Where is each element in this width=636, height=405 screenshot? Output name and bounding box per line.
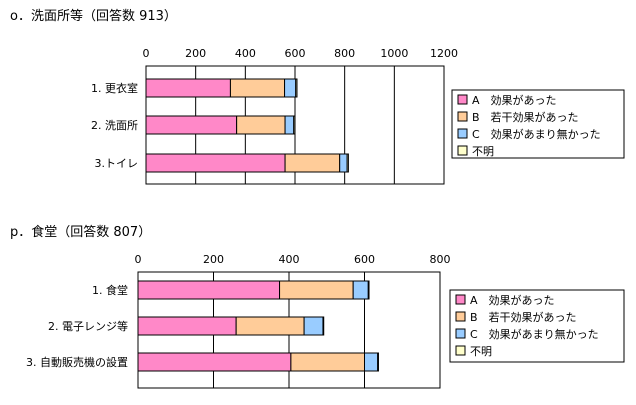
bar-segment bbox=[284, 115, 295, 135]
x-tick-label: 1000 bbox=[380, 47, 408, 60]
x-tick-label: 400 bbox=[279, 253, 300, 266]
bar-segment bbox=[145, 115, 238, 135]
bar-segment bbox=[145, 153, 286, 173]
bar-segment bbox=[364, 352, 379, 372]
x-tick-label: 200 bbox=[185, 47, 206, 60]
bar-segment bbox=[322, 316, 325, 336]
legend-swatch bbox=[455, 328, 466, 339]
bar-segment bbox=[367, 280, 370, 300]
legend-swatch bbox=[457, 145, 468, 156]
x-tick-label: 600 bbox=[354, 253, 375, 266]
chart-washroom: o．洗面所等（回答数 913） 0 200 400 600 800 1000 1200 1.… bbox=[10, 8, 625, 185]
legend-label: B 若干効果があった bbox=[470, 310, 577, 324]
category-label: 3. 自動販売機の設置 bbox=[26, 355, 128, 369]
legend-swatch bbox=[457, 128, 468, 139]
bar-segment bbox=[284, 78, 297, 98]
x-tick-label: 800 bbox=[430, 253, 451, 266]
bar-segment bbox=[145, 78, 231, 98]
legend-swatch bbox=[457, 111, 468, 122]
bar-segment bbox=[290, 352, 366, 372]
bar-segment bbox=[279, 280, 354, 300]
x-tick-label: 1200 bbox=[430, 47, 458, 60]
x-tick-label: 0 bbox=[143, 47, 150, 60]
x-tick-label: 0 bbox=[135, 253, 142, 266]
legend-label: 不明 bbox=[470, 345, 492, 358]
category-label: 1. 更衣室 bbox=[91, 81, 138, 95]
legend-swatch bbox=[455, 294, 466, 305]
legend-box bbox=[451, 89, 625, 159]
bar-segment bbox=[346, 153, 349, 173]
bar-segment bbox=[352, 280, 369, 300]
legend-label: C 効果があまり無かった bbox=[470, 327, 599, 341]
bar-segment bbox=[284, 153, 341, 173]
chart-title: o．洗面所等（回答数 913） bbox=[10, 8, 177, 24]
legend-box bbox=[449, 289, 625, 363]
legend-swatch bbox=[455, 345, 466, 356]
bar-segment bbox=[236, 115, 286, 135]
x-tick-label: 600 bbox=[285, 47, 306, 60]
bar-segment bbox=[137, 316, 237, 336]
legend-swatch bbox=[455, 311, 466, 322]
bar-segment bbox=[293, 115, 296, 135]
bar-segment bbox=[229, 78, 286, 98]
category-label: 3.トイレ bbox=[95, 157, 139, 170]
bar-segment bbox=[339, 153, 348, 173]
category-label: 2. 電子レンジ等 bbox=[48, 319, 128, 333]
x-tick-label: 200 bbox=[203, 253, 224, 266]
bar-segment bbox=[295, 78, 298, 98]
legend-label: 不明 bbox=[472, 145, 494, 158]
bar-segment bbox=[377, 352, 379, 372]
chart-cafeteria: p．食堂（回答数 807） 0 200 400 600 800 1. 食堂 2. 電子レン… bbox=[10, 224, 625, 389]
x-tick-label: 400 bbox=[235, 47, 256, 60]
x-tick-label: 800 bbox=[334, 47, 355, 60]
legend-label: B 若干効果があった bbox=[472, 110, 579, 124]
bar-segment bbox=[137, 352, 292, 372]
legend-swatch bbox=[457, 94, 468, 105]
legend-label: A 効果があった bbox=[470, 293, 555, 307]
category-label: 1. 食堂 bbox=[92, 283, 128, 297]
bar-segment bbox=[235, 316, 305, 336]
legend-label: A 効果があった bbox=[472, 93, 557, 107]
bar-segment bbox=[137, 280, 281, 300]
chart-title: p．食堂（回答数 807） bbox=[10, 224, 151, 240]
category-label: 2. 洗面所 bbox=[91, 119, 138, 132]
legend-label: C 効果があまり無かった bbox=[472, 127, 601, 141]
bar-segment bbox=[303, 316, 324, 336]
